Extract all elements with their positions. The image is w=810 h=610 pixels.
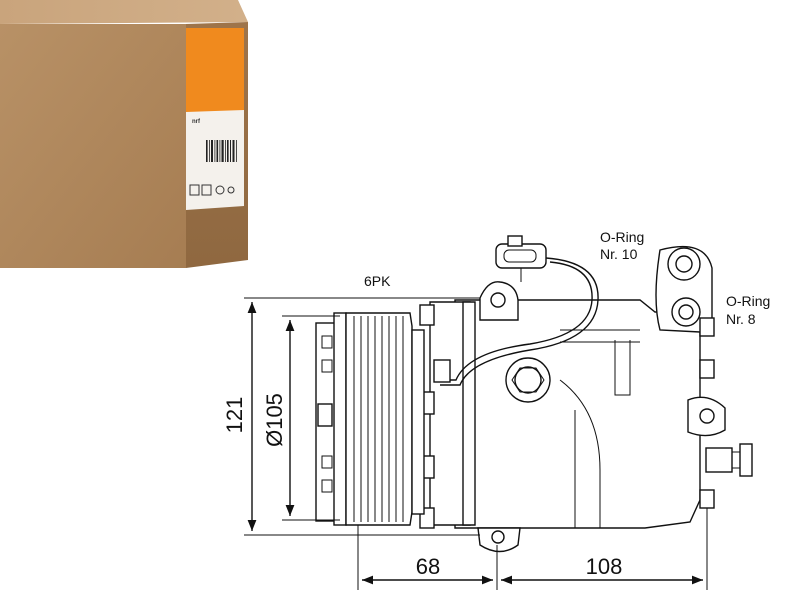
dim-105-label: Ø105	[262, 393, 287, 447]
dim-68-label: 68	[416, 554, 440, 579]
right-mount-ear	[687, 396, 726, 437]
right-boss-2	[699, 359, 715, 379]
dim-121-label: 121	[222, 397, 247, 434]
oring-10-hole-outer	[667, 247, 701, 281]
oring-8-label: O-Ring	[726, 293, 770, 309]
box-top-face	[0, 0, 248, 24]
dimension-108: 108	[501, 508, 708, 590]
dim-108-label: 108	[586, 554, 623, 579]
dimension-68: 68	[357, 525, 498, 590]
box-logo: nrf	[192, 119, 201, 125]
connector-wire	[440, 257, 599, 386]
belt-label: 6PK	[364, 273, 391, 289]
oring-10-label: O-Ring	[600, 229, 644, 245]
certification-icons	[189, 184, 235, 196]
compressor	[315, 235, 753, 553]
pressure-switch	[705, 447, 733, 473]
bottom-mount-ear	[477, 527, 521, 553]
oring-10-hole-inner	[675, 255, 693, 273]
electrical-connector	[495, 235, 547, 282]
box-front-face	[0, 24, 186, 268]
right-boss-3	[699, 489, 715, 509]
top-mount-hole	[490, 292, 506, 308]
clutch-bolt-outer	[505, 357, 551, 403]
product-box: nrf	[0, 0, 248, 268]
oring-10-number: Nr. 10	[600, 246, 638, 262]
barcode-icon	[206, 140, 237, 162]
dimension-105: Ø105	[262, 315, 340, 521]
right-mount-hole	[699, 408, 715, 424]
right-boss-1	[699, 317, 715, 337]
bottom-mount-hole	[491, 530, 505, 544]
pulley	[315, 312, 425, 526]
top-mount-ear	[479, 281, 519, 321]
oring-8-hole-inner	[678, 304, 694, 320]
dimension-121: 121	[222, 297, 480, 536]
oring-8-number: Nr. 8	[726, 311, 756, 327]
oring-8-hole-outer	[671, 297, 701, 327]
clutch-bolt-inner	[514, 366, 542, 394]
box-brand-stripe	[186, 28, 244, 112]
